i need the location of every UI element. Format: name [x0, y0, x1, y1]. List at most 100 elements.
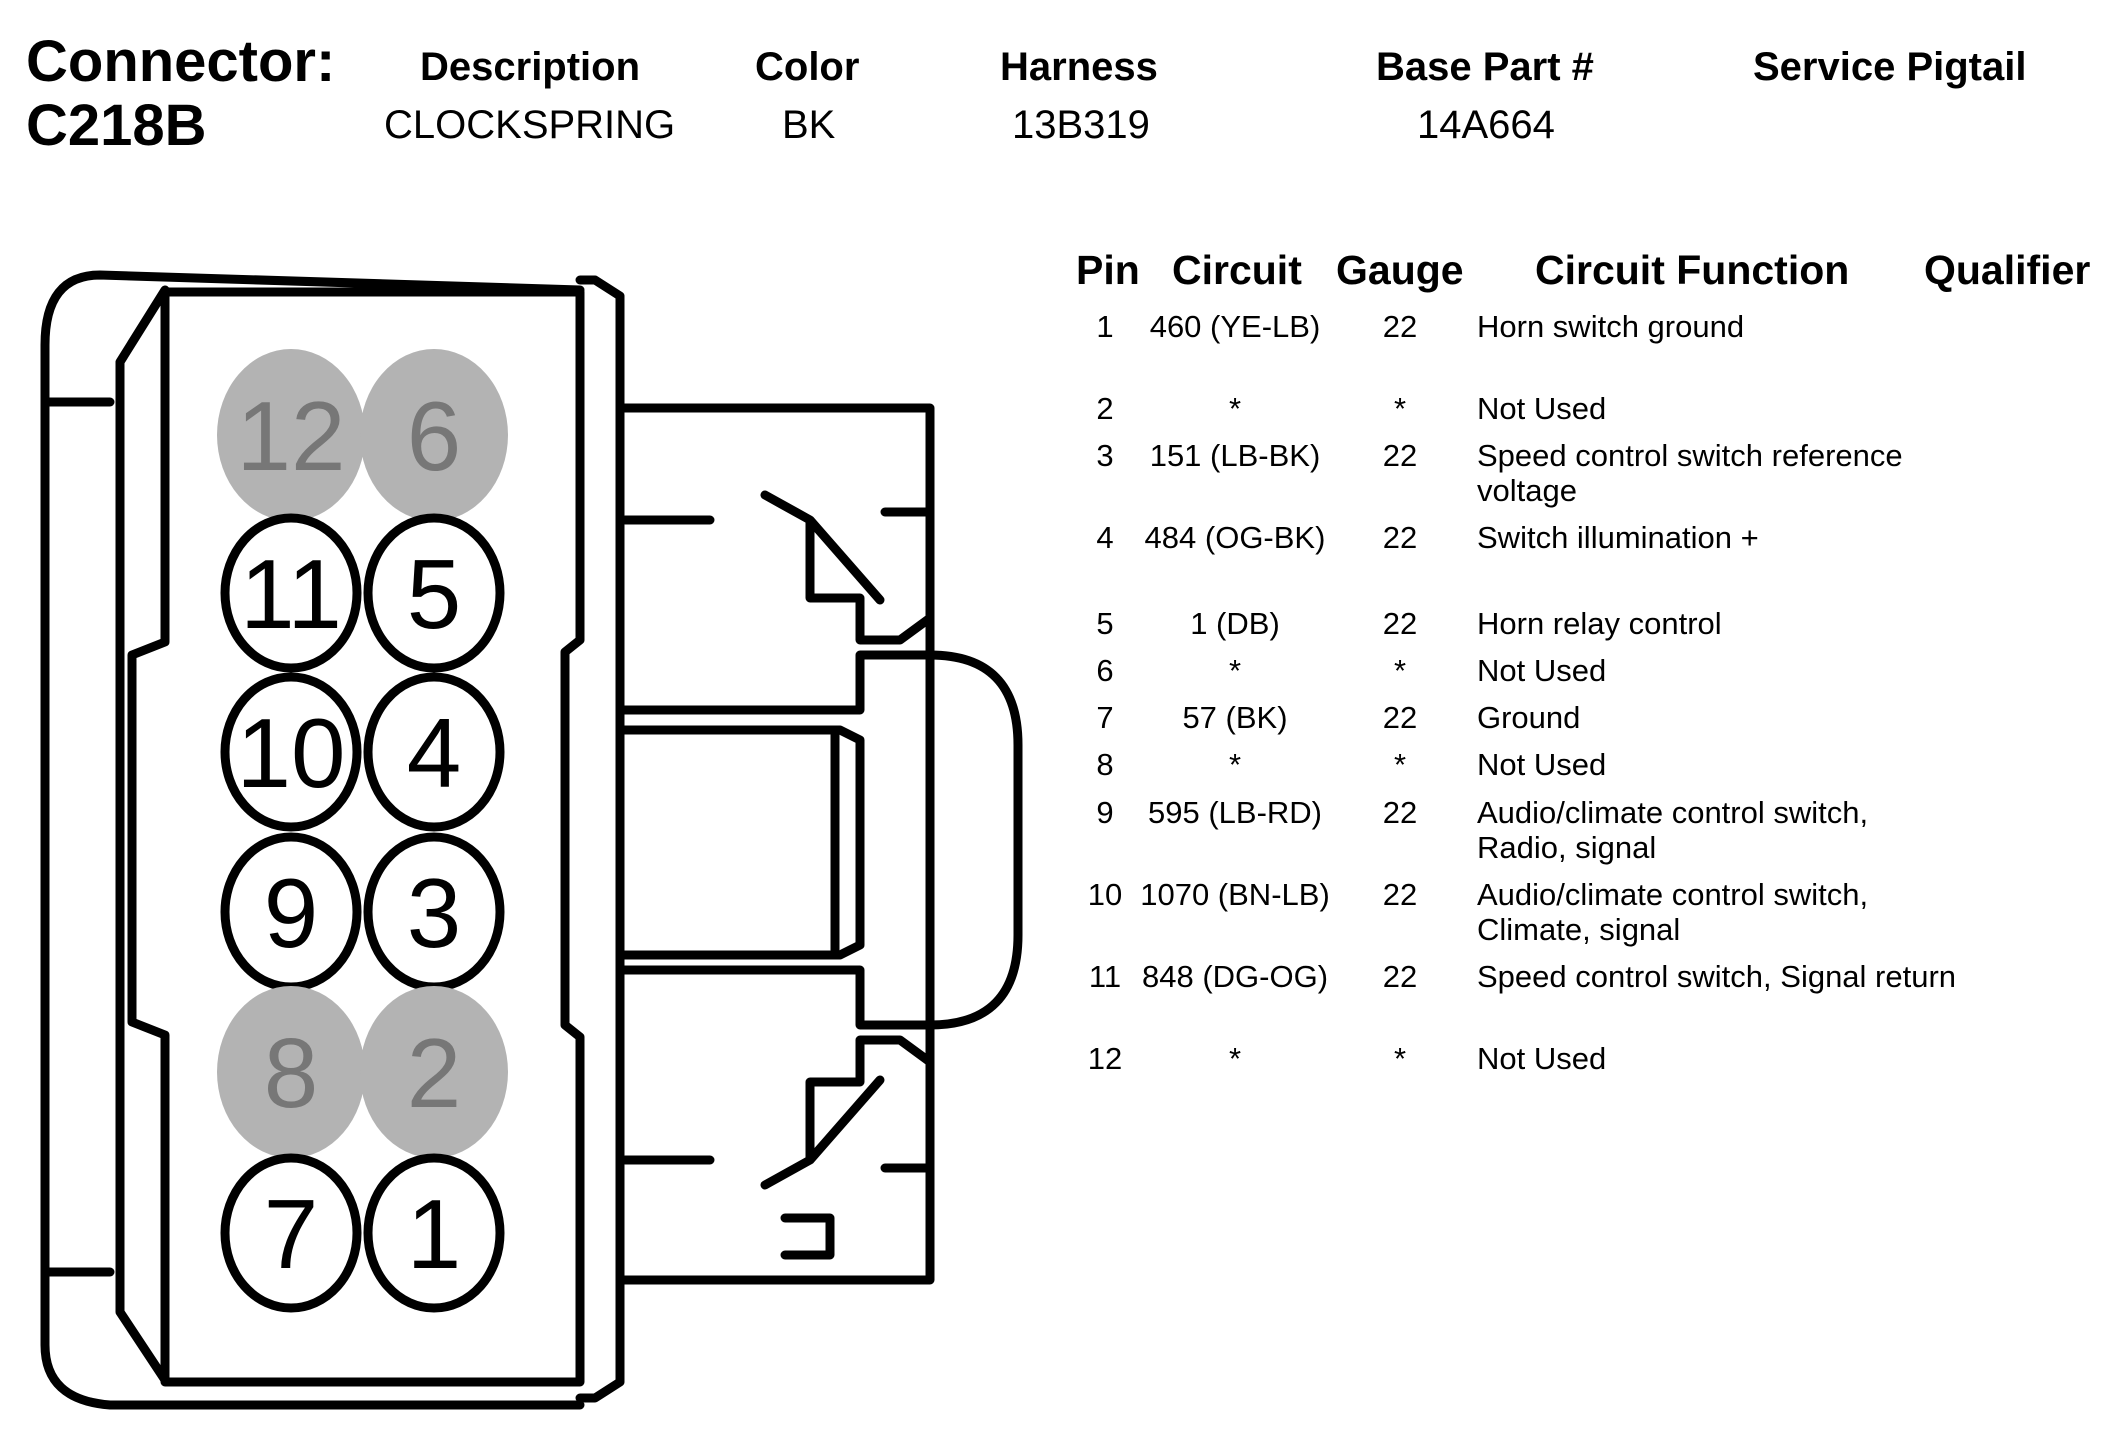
- row-12-gauge: *: [1393, 1041, 1407, 1076]
- main-body: [127, 287, 585, 1387]
- pin-4-label: 4: [407, 698, 462, 808]
- latch-internals-top: [620, 490, 935, 645]
- outer-shell: [40, 270, 585, 1410]
- connector-tab: [615, 650, 1023, 1030]
- row-10-pin: 10: [1087, 877, 1123, 912]
- row-6-gauge: *: [1393, 653, 1407, 688]
- row-1-pin: 1: [1096, 309, 1114, 344]
- row-3-gauge: 22: [1382, 438, 1418, 473]
- color-value: BK: [782, 103, 836, 147]
- pin-2-label: 2: [407, 1018, 462, 1128]
- pin-6-label: 6: [407, 381, 462, 491]
- row-1-circuit: 460 (YE-LB): [1149, 309, 1321, 344]
- row-2-circuit: *: [1228, 391, 1242, 426]
- pin-10-label: 10: [236, 698, 345, 808]
- pin-3-cavity: 3: [363, 832, 505, 992]
- row-7-circuit: 57 (BK): [1182, 700, 1288, 735]
- pin-9-label: 9: [264, 858, 319, 968]
- harness-value: 13B319: [1012, 103, 1150, 147]
- row-11-gauge: 22: [1382, 959, 1418, 994]
- pin-5-cavity: 5: [363, 513, 505, 673]
- pin-3-label: 3: [407, 858, 462, 968]
- row-4-gauge: 22: [1382, 520, 1418, 555]
- row-4-circuit: 484 (OG-BK): [1144, 520, 1326, 555]
- row-3-circuit: 151 (LB-BK): [1149, 438, 1321, 473]
- pin-6-cavity: 6: [360, 349, 508, 521]
- inner-wall: [115, 285, 170, 1385]
- latch-internals-bottom: [620, 1035, 935, 1190]
- row-1-function: Horn switch ground: [1477, 309, 1745, 344]
- latch-housing-bottom: [615, 1060, 935, 1285]
- row-4-pin: 4: [1096, 520, 1114, 555]
- qualifier-header: Qualifier: [1924, 247, 2091, 293]
- right-flange: [575, 275, 625, 1403]
- gauge-header: Gauge: [1336, 247, 1464, 293]
- row-11-function: Speed control switch, Signal return: [1477, 959, 1957, 994]
- row-8-function: Not Used: [1477, 747, 1607, 782]
- row-9-function: Audio/climate control switch, Radio, sig…: [1477, 795, 1869, 865]
- tab-inner: [615, 725, 865, 960]
- base-part-value: 14A664: [1417, 103, 1555, 147]
- description-header: Description: [420, 45, 641, 89]
- row-7-function: Ground: [1477, 700, 1581, 735]
- pin-1-label: 1: [407, 1179, 462, 1289]
- row-8-pin: 8: [1096, 747, 1114, 782]
- row-5-circuit: 1 (DB): [1190, 606, 1280, 641]
- pin-1-cavity: 1: [363, 1153, 505, 1313]
- row-11-circuit: 848 (DG-OG): [1141, 959, 1329, 994]
- pin-10-cavity: 10: [220, 672, 362, 832]
- row-5-function: Horn relay control: [1477, 606, 1722, 641]
- row-2-function: Not Used: [1477, 391, 1607, 426]
- latch-bottom-box: [780, 1213, 835, 1260]
- row-9-circuit: 595 (LB-RD): [1148, 795, 1322, 830]
- connector-id: C218B: [26, 93, 207, 158]
- pin-11-label: 11: [240, 539, 342, 649]
- pin-header: Pin: [1076, 247, 1140, 293]
- color-header: Color: [755, 45, 860, 89]
- pin-12-label: 12: [236, 381, 345, 491]
- row-6-pin: 6: [1096, 653, 1114, 688]
- service-pigtail-header: Service Pigtail: [1753, 45, 2027, 89]
- description-value: CLOCKSPRING: [384, 103, 676, 147]
- pin-9-cavity: 9: [220, 832, 362, 992]
- row-6-circuit: *: [1228, 653, 1242, 688]
- base-part-header: Base Part #: [1376, 45, 1594, 89]
- row-8-gauge: *: [1393, 747, 1407, 782]
- row-12-circuit: *: [1228, 1041, 1242, 1076]
- row-5-pin: 5: [1096, 606, 1114, 641]
- pin-5-label: 5: [407, 539, 462, 649]
- pin-7-cavity: 7: [220, 1153, 362, 1313]
- row-10-function: Audio/climate control switch, Climate, s…: [1477, 877, 1869, 947]
- row-9-gauge: 22: [1382, 795, 1418, 830]
- pin-12-cavity: 12: [217, 349, 365, 521]
- row-12-function: Not Used: [1477, 1041, 1607, 1076]
- row-7-pin: 7: [1096, 700, 1114, 735]
- pin-8-cavity: 8: [217, 986, 365, 1158]
- row-5-gauge: 22: [1382, 606, 1418, 641]
- harness-header: Harness: [1000, 45, 1158, 89]
- pin-2-cavity: 2: [360, 986, 508, 1158]
- row-3-function: Speed control switch reference voltage: [1477, 438, 1903, 508]
- row-8-circuit: *: [1228, 747, 1242, 782]
- row-12-pin: 12: [1087, 1041, 1123, 1076]
- latch-housing: [615, 403, 935, 1070]
- row-10-circuit: 1070 (BN-LB): [1140, 877, 1330, 912]
- circuit-header: Circuit: [1172, 247, 1302, 293]
- row-1-gauge: 22: [1382, 309, 1418, 344]
- connector-label: Connector:: [26, 29, 336, 94]
- row-10-gauge: 22: [1382, 877, 1418, 912]
- row-9-pin: 9: [1096, 795, 1114, 830]
- row-7-gauge: 22: [1382, 700, 1418, 735]
- pin-11-cavity: 11: [220, 513, 362, 673]
- row-3-pin: 3: [1096, 438, 1114, 473]
- pin-7-label: 7: [264, 1179, 319, 1289]
- row-11-pin: 11: [1088, 959, 1122, 994]
- pin-8-label: 8: [264, 1018, 319, 1128]
- row-2-gauge: *: [1393, 391, 1407, 426]
- row-4-function: Switch illumination +: [1477, 520, 1759, 555]
- circuit-function-header: Circuit Function: [1535, 247, 1850, 293]
- row-2-pin: 2: [1096, 391, 1114, 426]
- pin-4-cavity: 4: [363, 672, 505, 832]
